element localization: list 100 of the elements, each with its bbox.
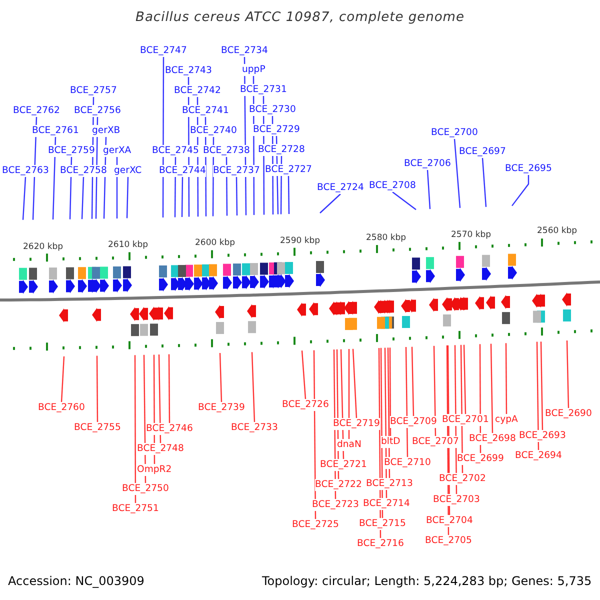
gene-label: BCE_2742	[174, 85, 221, 97]
gene-label: BCE_2709	[390, 416, 437, 428]
gene-label: BCE_2755	[74, 422, 121, 434]
leader-line	[426, 170, 431, 210]
leader-line	[219, 352, 222, 402]
leader-line	[181, 177, 184, 217]
gene-label: BCE_2747	[140, 45, 187, 57]
leader-line	[158, 354, 162, 444]
gene-label: BCE_2733	[231, 422, 278, 434]
gene-label: BCE_2706	[404, 158, 451, 170]
gene-label: BCE_2756	[74, 105, 121, 117]
gene-label: BCE_2728	[258, 144, 305, 156]
gene-label: BCE_2763	[2, 165, 49, 177]
scale-label: 2620 kbp	[23, 242, 64, 252]
gene-label: BCE_2705	[425, 535, 472, 547]
gene-label: BCE_2715	[359, 518, 406, 530]
gene-label: BCE_2708	[369, 180, 416, 192]
leader-line	[352, 348, 358, 418]
scale-label: 2580 kbp	[366, 232, 406, 243]
gene-label: BCE_2762	[13, 105, 60, 117]
gene-label: BCE_2694	[515, 450, 562, 462]
gene-label: OmpR2	[137, 464, 172, 476]
leader-line	[433, 346, 436, 436]
gene-label: BCE_2707	[412, 436, 459, 448]
leader-line	[81, 176, 84, 220]
gene-label: BCE_2721	[320, 459, 367, 471]
leader-line	[482, 158, 487, 207]
gene-label: bltD	[381, 436, 400, 448]
gene-label: BCE_2722	[315, 479, 362, 491]
leader-line	[411, 346, 414, 416]
leader-line	[566, 340, 570, 408]
scale-label: 2560 kbp	[537, 226, 578, 236]
gene-label: BCE_2723	[312, 499, 359, 511]
gene-label: BCE_2750	[122, 483, 169, 495]
gene-label: uppP	[242, 64, 266, 76]
leader-line	[348, 349, 350, 439]
leader-line	[168, 354, 170, 423]
gene-label: BCE_2757	[70, 85, 117, 97]
gene-label: BCE_2713	[366, 478, 413, 490]
leader-line	[320, 194, 341, 214]
gene-label: BCE_2748	[137, 443, 184, 455]
leader-line	[236, 177, 238, 216]
leader-line	[540, 342, 544, 430]
gene-label: BCE_2745	[152, 145, 199, 157]
gene-label: BCE_2760	[38, 402, 85, 414]
gene-label: BCE_2751	[112, 503, 159, 515]
scale-label: 2570 kbp	[451, 230, 492, 240]
leader-line	[389, 348, 392, 436]
gene-label: BCE_2738	[203, 145, 250, 157]
gene-label: BCE_2710	[384, 457, 431, 469]
gene-label: BCE_2731	[240, 84, 287, 96]
accession-text: Accession: NC_003909	[8, 574, 144, 588]
leader-line	[288, 176, 290, 214]
gene-label: BCE_2737	[213, 165, 260, 177]
gene-label: BCE_2743	[165, 65, 212, 77]
gene-label: BCE_2704	[426, 515, 473, 527]
gene-label: BCE_2741	[182, 105, 229, 117]
leader-line	[96, 356, 98, 422]
leader-line	[405, 347, 408, 457]
gene-label: BCE_2734	[221, 45, 268, 57]
gene-label: gerXC	[114, 165, 142, 177]
gene-label: cypA	[495, 414, 518, 426]
leader-line	[536, 342, 540, 450]
gene-label: BCE_2702	[439, 473, 486, 485]
gene-label: dnaN	[337, 439, 362, 451]
gene-label: BCE_2698	[469, 433, 516, 445]
gene-label: BCE_2729	[253, 124, 300, 136]
gene-label: BCE_2727	[265, 164, 312, 176]
gene-label: BCE_2714	[363, 498, 410, 510]
leader-line	[126, 176, 129, 218]
leader-line	[512, 175, 530, 206]
leader-line	[134, 355, 136, 503]
title: Bacillus cereus ATCC 10987, complete genome	[134, 10, 466, 25]
gene-label: BCE_2730	[249, 104, 296, 116]
gene-label: BCE_2693	[519, 430, 566, 442]
leader-line	[380, 348, 384, 518]
gene-label: gerXA	[103, 145, 132, 157]
gene-label: BCE_2740	[190, 125, 237, 137]
gene-label: BCE_2746	[146, 423, 193, 435]
gene-label: BCE_2695	[505, 163, 552, 175]
gene-label: BCE_2690	[545, 408, 592, 420]
gene-label: BCE_2719	[333, 418, 380, 430]
leader-line	[505, 343, 508, 414]
leader-line	[22, 176, 26, 220]
gene-label: BCE_2761	[32, 125, 79, 137]
gene-label: BCE_2758	[60, 165, 107, 177]
gene-label: BCE_2699	[457, 453, 504, 465]
leader-line	[60, 356, 65, 402]
gene-label: BCE_2726	[282, 399, 329, 411]
gene-label: BCE_2759	[48, 145, 95, 157]
gene-label: BCE_2701	[442, 414, 489, 426]
gene-label: BCE_2739	[198, 402, 245, 414]
gene-label: BCE_2725	[292, 519, 339, 531]
scale-label: 2610 kbp	[108, 240, 148, 250]
scale-label: 2600 kbp	[195, 238, 236, 248]
scale-label: 2590 kbp	[280, 236, 320, 246]
leader-line	[463, 344, 466, 414]
gene-label: BCE_2697	[459, 146, 506, 158]
gene-label: BCE_2703	[433, 494, 480, 506]
gene-label: BCE_2716	[357, 538, 404, 550]
